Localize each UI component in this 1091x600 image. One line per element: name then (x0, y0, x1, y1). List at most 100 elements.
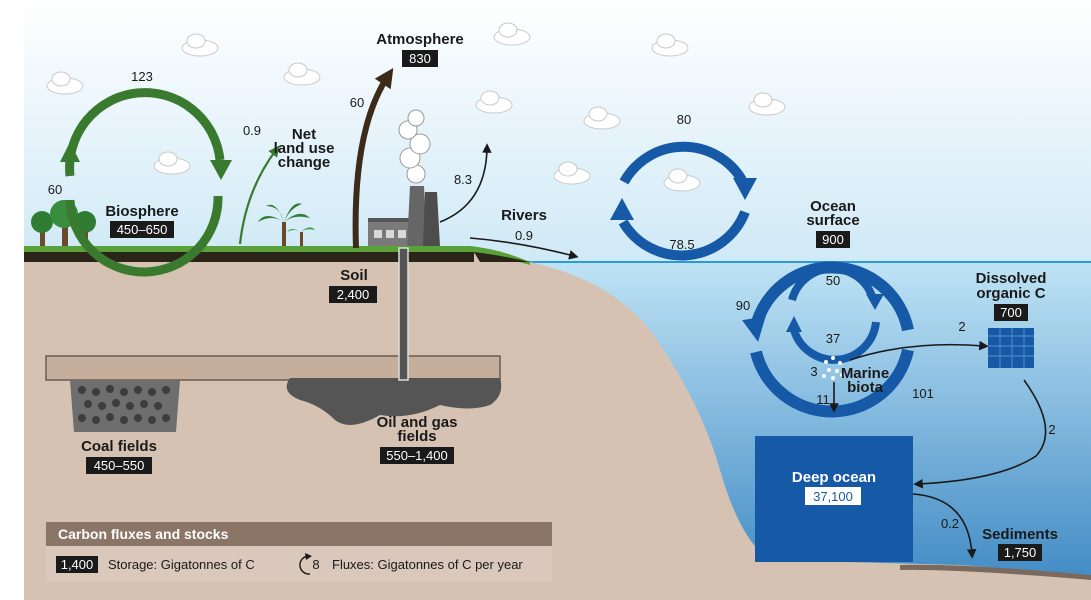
fossil-emission-arrow (439, 143, 492, 223)
cloud-icon (283, 62, 321, 86)
sediments-label: Sediments (982, 526, 1058, 543)
dissolved-organic-label-2: organic C (976, 285, 1045, 302)
ocean-surface-value-box (816, 231, 850, 248)
net-land-use-label-2: land use (274, 140, 335, 157)
factory-icon (368, 109, 440, 246)
cloud-icon (475, 90, 513, 114)
deep-ocean-value: 37,100 (813, 489, 853, 504)
ocean-outer-flux-right: 101 (912, 386, 934, 401)
ocean-inner-flux-bottom: 37 (826, 331, 840, 346)
legend-storage-example: 1,400 (61, 557, 94, 572)
cloud-icon (583, 106, 621, 130)
sediment-flux-arrow (912, 493, 977, 559)
atmosphere-value-box (402, 50, 438, 67)
biosphere-value-box (110, 221, 174, 238)
soil-value-box (329, 286, 377, 303)
legend-flux-example: 8 (312, 557, 319, 572)
oil-gas-value: 550–1,400 (386, 448, 447, 463)
legend-title: Carbon fluxes and stocks (58, 526, 229, 542)
doc-deep-flux: 2 (1048, 422, 1055, 437)
soil-respiration-flux: 60 (350, 95, 364, 110)
marine-biota-label-2: biota (847, 379, 883, 396)
dissolved-organic-label-1: Dissolved (976, 270, 1047, 287)
ocean-uptake-flux: 80 (677, 112, 691, 127)
seafloor-sediment (900, 564, 1091, 580)
legend-header-bar (46, 522, 552, 546)
dissolved-organic-value: 700 (1000, 305, 1022, 320)
cloud-icon (46, 71, 84, 95)
clouds (46, 22, 786, 192)
oil-gas-label-2: fields (397, 428, 436, 445)
coal-fields-label: Coal fields (81, 438, 157, 455)
sediment-flux: 0.2 (941, 516, 959, 531)
palm-tree-icon (258, 203, 315, 246)
land-use-flux: 0.9 (243, 123, 261, 138)
doc-flux: 2 (958, 319, 965, 334)
ocean-release-flux: 78.5 (669, 237, 694, 252)
ocean-outer-flux-left: 90 (736, 298, 750, 313)
topsoil-layer (24, 252, 474, 262)
marine-biota-flux: 3 (810, 364, 817, 379)
ocean-surface-label-2: surface (806, 212, 859, 229)
legend-flux-arrow-icon (299, 555, 311, 575)
cloud-icon (663, 168, 701, 192)
cloud-icon (651, 33, 689, 57)
ocean-surface-value: 900 (822, 232, 844, 247)
deep-ocean-value-box (805, 487, 861, 505)
atmosphere-label: Atmosphere (376, 31, 464, 48)
cloud-icon (748, 92, 786, 116)
legend: Carbon fluxes and stocks 1,400 Storage: … (46, 522, 552, 582)
biosphere-flux-down: 60 (48, 182, 62, 197)
sky (24, 0, 1091, 262)
ocean-inner-cycle-arrow (786, 264, 884, 364)
doc-to-deep-arrow (913, 379, 1047, 489)
oil-gas-value-box (380, 447, 454, 464)
doc-flux-arrow (849, 340, 989, 361)
deep-ocean-label: Deep ocean (792, 469, 876, 486)
dissolved-organic-carbon-icon (988, 328, 1034, 368)
fossil-emission-flux: 8.3 (454, 172, 472, 187)
ocean-inner-flux-top: 50 (826, 273, 840, 288)
oil-well-pipe (398, 247, 409, 381)
rivers-arrow (469, 237, 579, 260)
oil-gas-reservoir (286, 378, 502, 425)
ground (24, 250, 1091, 600)
soil-value: 2,400 (337, 287, 370, 302)
atmosphere-flux-arrow (352, 68, 394, 249)
ocean-atmosphere-cycle-arrow (610, 141, 757, 261)
cloud-icon (181, 33, 219, 57)
cloud-icon (153, 151, 191, 175)
cloud-icon (553, 161, 591, 185)
rock-stratum (45, 355, 501, 381)
legend-storage-text: Storage: Gigatonnes of C (108, 557, 255, 572)
biosphere-cycle-arrow (60, 88, 232, 277)
cloud-icon (493, 22, 531, 46)
legend-flux-text: Fluxes: Gigatonnes of C per year (332, 557, 523, 572)
sediments-value-box (998, 544, 1042, 561)
coal-fields-pile (70, 380, 180, 432)
legend-body (46, 546, 552, 582)
biosphere-label: Biosphere (105, 203, 178, 220)
land-use-change-arrow (238, 145, 280, 245)
net-land-use-label-1: Net (292, 126, 316, 143)
smoke-icon (398, 109, 431, 184)
oil-gas-label-1: Oil and gas (377, 414, 458, 431)
dissolved-organic-value-box (994, 304, 1028, 321)
biosphere-value: 450–650 (117, 222, 168, 237)
ocean-surface-label-1: Ocean (810, 198, 856, 215)
marine-biota-label-1: Marine (841, 365, 889, 382)
rivers-label: Rivers (501, 207, 547, 224)
rivers-flux: 0.9 (515, 228, 533, 243)
soil-label: Soil (340, 267, 368, 284)
net-land-use-label-3: change (278, 154, 331, 171)
coal-fields-value-box (86, 457, 152, 474)
atmosphere-value: 830 (409, 51, 431, 66)
biota-sinking-flux: 11 (816, 392, 830, 407)
legend-storage-swatch (56, 556, 98, 573)
sediments-value: 1,750 (1004, 545, 1037, 560)
marine-biota-icon (822, 356, 844, 380)
biosphere-flux-up: 123 (131, 69, 153, 84)
coal-fields-value: 450–550 (94, 458, 145, 473)
